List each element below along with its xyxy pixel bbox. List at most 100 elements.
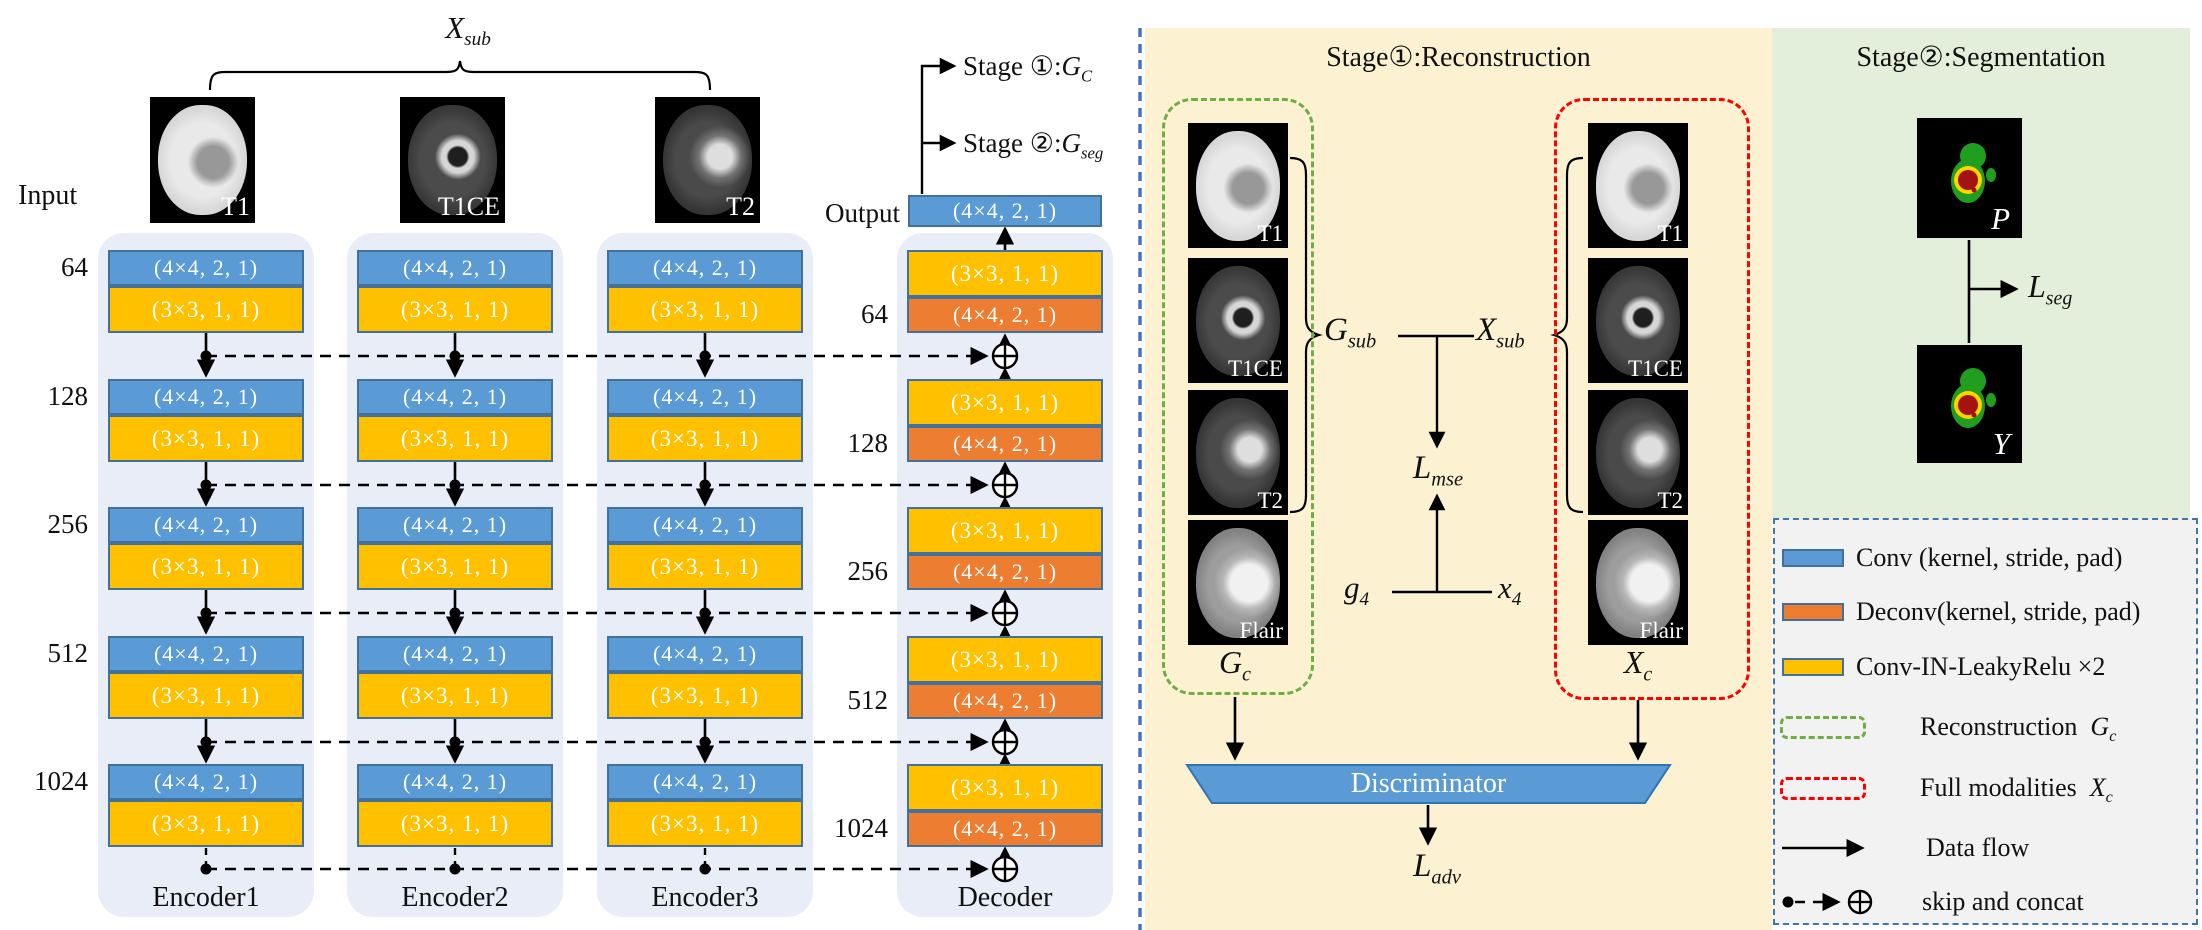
full-image-t1ce: T1CE	[1588, 258, 1688, 383]
full-image-flair: Flair	[1588, 520, 1688, 645]
conv-block: (4×4, 2, 1)	[108, 636, 304, 672]
conv-block: (4×4, 2, 1)	[108, 379, 304, 415]
channel-label: 128	[847, 428, 889, 458]
modality-label: Flair	[1639, 618, 1683, 643]
modality-label: T1CE	[437, 192, 500, 221]
conv-block: (4×4, 2, 1)	[607, 507, 803, 543]
conv-in-block: (3×3, 1, 1)	[357, 800, 553, 847]
legend-conv-in-swatch	[1782, 658, 1844, 676]
conv-in-block: (3×3, 1, 1)	[108, 800, 304, 847]
gen-image-t1: T1	[1188, 123, 1288, 248]
modality-label: T2	[1257, 488, 1283, 513]
legend-full-modalities-label: Full modalities Xc	[1920, 773, 2113, 807]
channel-label: 512	[847, 685, 889, 715]
conv-in-block: (3×3, 1, 1)	[607, 543, 803, 590]
modality-label: Flair	[1239, 618, 1283, 643]
legend-reconstruction-label: Reconstruction Gc	[1920, 712, 2117, 746]
conv-in-block: (3×3, 1, 1)	[907, 764, 1103, 811]
legend-panel	[1773, 518, 2198, 925]
conv-block: (4×4, 2, 1)	[357, 250, 553, 286]
segmentation-map	[1951, 368, 1996, 428]
stage2-branch-label: Stage ②:Gseg	[963, 128, 1104, 163]
conv-block: (4×4, 2, 1)	[357, 764, 553, 800]
deconv-block: (4×4, 2, 1)	[907, 811, 1103, 847]
legend-reconstruction-swatch	[1780, 716, 1866, 739]
conv-in-block: (3×3, 1, 1)	[357, 672, 553, 719]
deconv-block: (4×4, 2, 1)	[907, 554, 1103, 590]
x4-symbol: x4	[1498, 570, 1522, 611]
legend-full-modalities-swatch	[1780, 777, 1866, 800]
conv-block: (4×4, 2, 1)	[108, 764, 304, 800]
brain-t1	[1196, 130, 1280, 241]
encoder2-label: Encoder2	[401, 882, 509, 913]
input-image-t2: T2	[655, 97, 760, 223]
conv-in-block: (3×3, 1, 1)	[357, 286, 553, 333]
conv-in-block: (3×3, 1, 1)	[108, 286, 304, 333]
modality-label: T1	[1257, 221, 1283, 246]
discriminator-label: Discriminator	[1350, 768, 1507, 799]
brain-flair	[1196, 527, 1280, 638]
lseg-symbol: Lseg	[2028, 268, 2073, 310]
lmse-symbol: Lmse	[1412, 450, 1464, 491]
ladv-symbol: Ladv	[1413, 848, 1461, 889]
input-image-t1ce: T1CE	[400, 97, 505, 223]
conv-in-block: (3×3, 1, 1)	[907, 379, 1103, 426]
conv-block: (4×4, 2, 1)	[108, 507, 304, 543]
modality-label: T1CE	[1628, 356, 1683, 381]
modality-label: T1CE	[1228, 356, 1283, 381]
brain-flair	[1596, 527, 1680, 638]
conv-block: (4×4, 2, 1)	[357, 507, 553, 543]
prediction-image: P	[1917, 118, 2022, 238]
groundtruth-image: Y	[1917, 345, 2022, 463]
channel-label: 256	[47, 509, 89, 539]
brain-t2	[1596, 397, 1680, 508]
channel-label: 128	[47, 381, 89, 411]
brain-t1	[1596, 130, 1680, 241]
output-conv-block: (4×4, 2, 1)	[908, 195, 1102, 227]
segmentation-map	[1951, 143, 1996, 203]
brain-t1ce	[1596, 265, 1680, 376]
conv-in-block: (3×3, 1, 1)	[907, 636, 1103, 683]
xsub-label: Xsub	[445, 10, 491, 51]
conv-in-block: (3×3, 1, 1)	[607, 672, 803, 719]
conv-in-block: (3×3, 1, 1)	[108, 415, 304, 462]
decoder-label: Decoder	[957, 882, 1053, 913]
channel-label: 256	[847, 556, 889, 586]
conv-block: (4×4, 2, 1)	[607, 379, 803, 415]
legend-data-flow-label: Data flow	[1926, 833, 2030, 862]
channel-label: 64	[861, 299, 888, 329]
gsub-symbol: Gsub	[1324, 312, 1377, 353]
input-label: Input	[18, 180, 78, 211]
conv-block: (4×4, 2, 1)	[607, 636, 803, 672]
encoder3-label: Encoder3	[651, 882, 759, 913]
conv-block: (4×4, 2, 1)	[357, 379, 553, 415]
gen-image-t1ce: T1CE	[1188, 258, 1288, 383]
conv-in-block: (3×3, 1, 1)	[607, 286, 803, 333]
full-image-t2: T2	[1588, 390, 1688, 515]
brain-t1	[158, 104, 247, 216]
segmentation-title: Stage②:Segmentation	[1856, 42, 2106, 73]
xsub-symbol: Xsub	[1476, 312, 1525, 353]
gen-image-flair: Flair	[1188, 520, 1288, 645]
brain-t1ce	[1196, 265, 1280, 376]
conv-block: (4×4, 2, 1)	[108, 250, 304, 286]
conv-block: (4×4, 2, 1)	[607, 764, 803, 800]
conv-in-block: (3×3, 1, 1)	[907, 250, 1103, 297]
legend-skip-label: skip and concat	[1922, 887, 2084, 916]
reconstruction-title: Stage①:Reconstruction	[1326, 42, 1591, 73]
conv-in-block: (3×3, 1, 1)	[607, 415, 803, 462]
gc-symbol: Gc	[1219, 644, 1251, 686]
modality-label: T1	[221, 192, 250, 221]
channel-label: 1024	[34, 766, 88, 796]
conv-in-block: (3×3, 1, 1)	[607, 800, 803, 847]
groundtruth-label: Y	[1992, 426, 2010, 461]
deconv-block: (4×4, 2, 1)	[907, 683, 1103, 719]
encoder1-label: Encoder1	[152, 882, 260, 913]
xsub-brace	[208, 60, 712, 91]
gen-image-t2: T2	[1188, 390, 1288, 515]
stage1-branch-label: Stage ①:GC	[963, 51, 1093, 86]
input-image-t1: T1	[150, 97, 255, 223]
legend-conv-in-label: Conv-IN-LeakyRelu ×2	[1856, 652, 2106, 681]
conv-in-block: (3×3, 1, 1)	[108, 543, 304, 590]
